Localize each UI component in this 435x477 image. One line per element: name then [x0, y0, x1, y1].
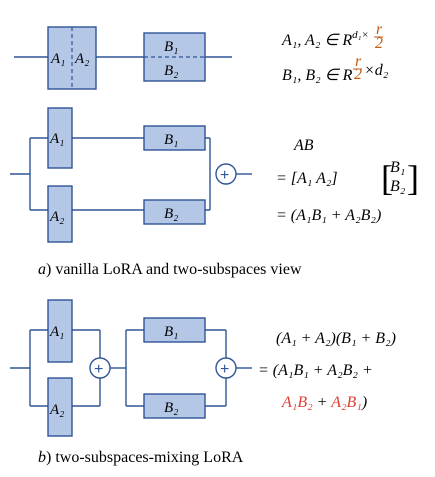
row2-vec-close-bracket: ]: [407, 158, 419, 198]
eq-a-dims: A₁, A₂ ∈ Rd₁×: [281, 29, 369, 49]
row2-eq3: = (A₁B₁ + A₂B₂): [276, 207, 381, 224]
row3-left-plus-icon: +: [94, 361, 103, 378]
row3-label-b1: B₁: [164, 324, 178, 340]
row2-label-a1: A₁: [49, 131, 64, 147]
row3-block-b2: [143, 393, 206, 419]
cross-term-a1b2: A₁B₂: [281, 394, 313, 411]
row3-label-a2: A₂: [49, 402, 64, 418]
eq-a-frac-den: 2: [375, 35, 383, 52]
row3-eq1: (A₁ + A₂)(B₁ + B₂): [276, 330, 396, 347]
eq-b-frac-den: 2: [354, 66, 362, 83]
row3-block-a1: [47, 299, 73, 363]
row2-vec-bottom: B₂: [390, 178, 406, 195]
row3-label-a1: A₁: [49, 324, 64, 340]
row2-sum-node: [215, 163, 237, 185]
row2-label-a2: A₂: [49, 209, 64, 225]
row2-vec-top: B₁: [390, 159, 405, 176]
row2-block-a1: [47, 107, 73, 169]
row3-mixing: A₁ A₂ + B₁ B₂ +: [10, 299, 252, 437]
row2-eq2: = [A₁ A₂]: [276, 170, 338, 187]
caption-b: b) two-subspaces-mixing LoRA: [38, 449, 244, 466]
row2-plus-icon: +: [220, 167, 229, 184]
row1-label-b2: B₂: [164, 63, 178, 79]
row1-label-b1: B₁: [164, 39, 178, 55]
row1-label-a2: A₂: [74, 51, 89, 67]
caption-a: a) vanilla LoRA and two-subspaces view: [38, 261, 302, 278]
row2-vec-open-bracket: [: [381, 158, 393, 198]
row1-vanilla-blocks: A₁ A₂ B₁ B₂: [14, 26, 232, 90]
row1-label-a1: A₁: [50, 51, 65, 67]
cross-term-a2b1: A₂B₁: [330, 394, 362, 411]
row2-label-b2: B₂: [164, 206, 178, 222]
row2-block-b1: [143, 125, 206, 151]
eq-b-sup: ×d₂: [364, 62, 389, 79]
row2-label-b1: B₁: [164, 132, 178, 148]
row1-dimension-equations: A₁, A₂ ∈ Rd₁× r 2 B₁, B₂ ∈ R r 2 ×d₂: [281, 21, 389, 84]
row3-equations: (A₁ + A₂)(B₁ + B₂) = (A₁B₁ + A₂B₂ + A₁B₂…: [258, 330, 396, 411]
row2-equations: AB = [A₁ A₂] [ B₁ B₂ ] = (A₁B₁ + A₂B₂): [276, 137, 419, 224]
eq-b-frac-num: r: [355, 53, 362, 70]
row2-two-subspaces: A₁ A₂ B₁ B₂ +: [10, 107, 252, 243]
row3-block-b1: [143, 317, 206, 343]
row2-block-a2: [47, 185, 73, 243]
row3-right-plus-icon: +: [220, 361, 229, 378]
row3-eq3: A₁B₂ + A₂B₁): [281, 394, 367, 411]
eq-b-dims: B₁, B₂ ∈ R: [282, 67, 353, 84]
row3-block-a2: [47, 377, 73, 437]
eq-a-frac-num: r: [376, 21, 383, 38]
row2-block-b2: [143, 199, 206, 225]
row3-eq2: = (A₁B₁ + A₂B₂ +: [258, 362, 373, 379]
row3-label-b2: B₂: [164, 400, 178, 416]
row2-eq1: AB: [293, 137, 314, 154]
